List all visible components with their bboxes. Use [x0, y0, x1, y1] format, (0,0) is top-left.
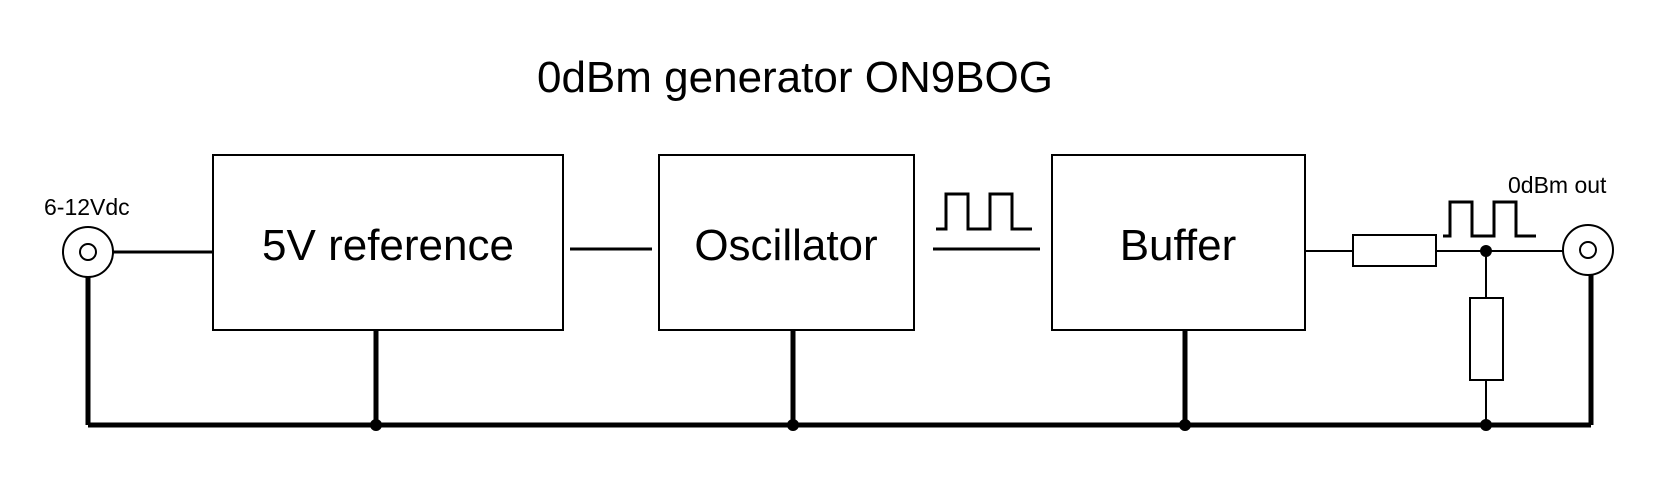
input-label: 6-12Vdc	[44, 194, 130, 220]
junction-dot	[787, 419, 799, 431]
shunt-resistor	[1469, 251, 1504, 425]
block-buffer-label: Buffer	[1120, 221, 1237, 270]
square-wave-icon-output	[1443, 200, 1536, 238]
block-5v-reference: 5V reference	[212, 154, 564, 331]
junction-dot	[370, 419, 382, 431]
diagram-title: 0dBm generator ON9BOG	[537, 53, 1053, 102]
junction-dot	[1480, 245, 1492, 257]
block-5v-reference-label: 5V reference	[262, 221, 514, 270]
series-resistor	[1352, 234, 1437, 267]
block-buffer: Buffer	[1051, 154, 1306, 331]
block-oscillator-label: Oscillator	[694, 221, 877, 270]
square-wave-icon	[936, 192, 1032, 231]
input-connector	[62, 226, 114, 278]
junction-dot	[1179, 419, 1191, 431]
junction-dot	[1480, 419, 1492, 431]
output-label: 0dBm out	[1508, 172, 1607, 198]
output-connector	[1562, 224, 1614, 276]
block-oscillator: Oscillator	[658, 154, 915, 331]
